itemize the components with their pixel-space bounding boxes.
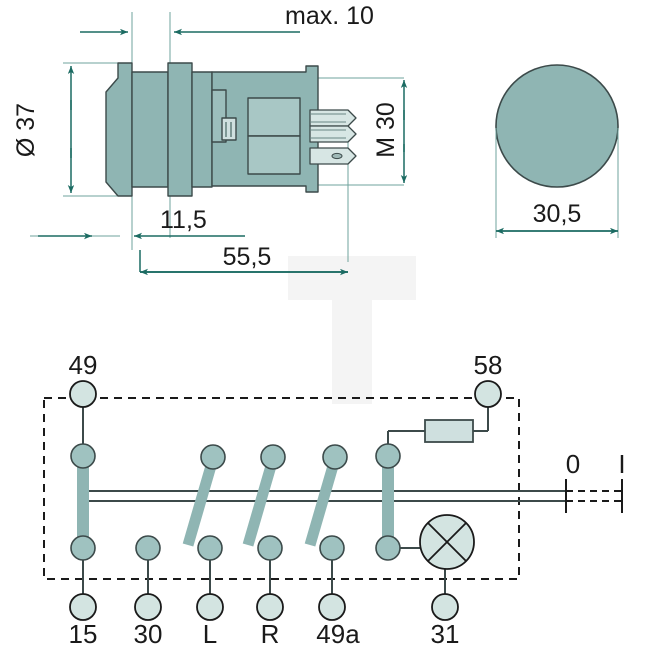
slot-window bbox=[221, 117, 237, 141]
flange-ring bbox=[167, 62, 193, 197]
terminal-label-L: L bbox=[203, 619, 217, 649]
threaded-neck bbox=[191, 71, 213, 188]
dim-label-555: 55,5 bbox=[223, 243, 272, 271]
terminal-label-31: 31 bbox=[431, 619, 460, 649]
switch-body bbox=[105, 62, 319, 197]
terminal-49[interactable] bbox=[69, 380, 97, 408]
lamp-symbol bbox=[419, 514, 475, 570]
contact-node-30 bbox=[135, 535, 161, 561]
pin-hole bbox=[331, 152, 343, 160]
contact-bar-49-15 bbox=[70, 443, 96, 561]
terminal-58[interactable] bbox=[474, 380, 502, 408]
dim-label-dia305: 30,5 bbox=[533, 200, 582, 228]
terminals-top: 49 58 bbox=[69, 350, 503, 408]
terminal-label-58: 58 bbox=[474, 350, 503, 380]
dim-label-m30: M 30 bbox=[372, 102, 400, 158]
knob-front-circle bbox=[495, 64, 619, 188]
terminals-bottom: 15 30 L R 49a 31 bbox=[69, 593, 460, 649]
terminal-15[interactable] bbox=[69, 593, 97, 621]
watermark-letter-t bbox=[288, 256, 416, 404]
terminal-label-15: 15 bbox=[69, 619, 98, 649]
contact-tilted-L bbox=[182, 444, 226, 561]
dim-label-dia37: Ø 37 bbox=[12, 103, 40, 157]
connector-upper bbox=[247, 97, 301, 137]
barrel bbox=[131, 71, 169, 188]
terminal-31[interactable] bbox=[431, 593, 459, 621]
switch-enclosure-box bbox=[43, 397, 520, 580]
position-label-0: 0 bbox=[566, 449, 580, 479]
terminal-30[interactable] bbox=[134, 593, 162, 621]
knob-cap bbox=[105, 62, 133, 197]
connector-pins bbox=[309, 109, 357, 165]
side-view: max. 10 Ø 37 M 30 11,5 55,5 bbox=[12, 2, 408, 276]
position-label-1: I bbox=[618, 449, 625, 479]
dimension-555 bbox=[139, 250, 348, 276]
terminal-label-R: R bbox=[261, 619, 280, 649]
contact-tilted-49a bbox=[304, 444, 348, 561]
terminal-R[interactable] bbox=[256, 593, 284, 621]
terminal-49a[interactable] bbox=[318, 593, 346, 621]
connector-lower bbox=[247, 135, 301, 175]
contact-bar-58-lamp bbox=[375, 443, 401, 561]
contact-tilted-R bbox=[242, 444, 286, 561]
resistor-symbol bbox=[424, 419, 474, 443]
front-view: 30,5 bbox=[495, 64, 619, 238]
terminal-label-49: 49 bbox=[69, 350, 98, 380]
dim-label-115: 11,5 bbox=[160, 206, 207, 234]
pin-middle bbox=[309, 125, 357, 143]
wiring-diagram: 0 I bbox=[43, 350, 626, 649]
position-scale: 0 I bbox=[565, 449, 626, 513]
dim-label-max10: max. 10 bbox=[285, 2, 374, 30]
pin-upper bbox=[309, 109, 357, 127]
terminal-label-49a: 49a bbox=[316, 619, 360, 649]
terminal-label-30: 30 bbox=[134, 619, 163, 649]
terminal-L[interactable] bbox=[196, 593, 224, 621]
front-view-projection bbox=[495, 128, 619, 238]
